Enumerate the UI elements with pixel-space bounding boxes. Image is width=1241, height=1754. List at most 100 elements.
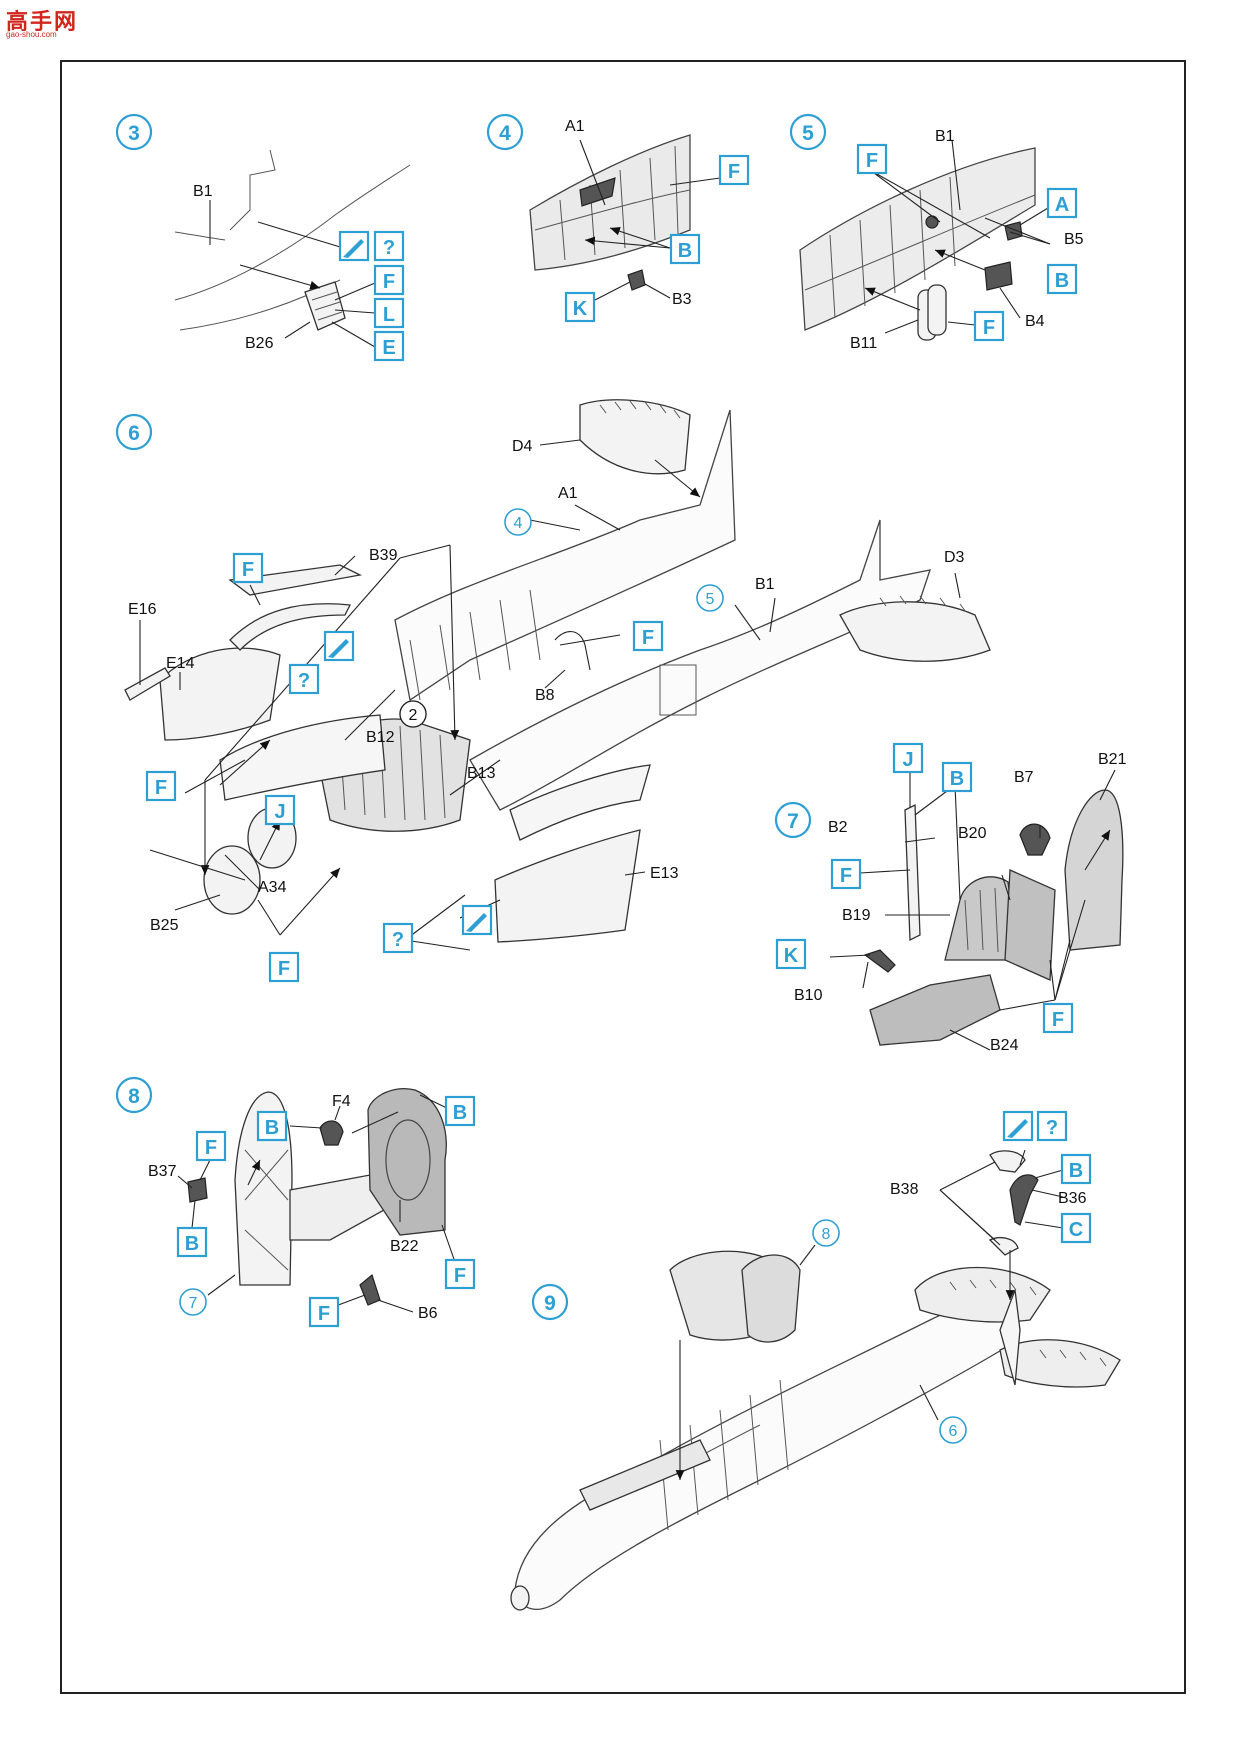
b2-part xyxy=(904,803,921,942)
step-9-marker: 9 xyxy=(531,1283,569,1321)
color-box-b: B xyxy=(941,761,973,793)
svg-text:F: F xyxy=(728,161,740,183)
step-9-drawing xyxy=(510,1149,1121,1611)
part-label-b26: B26 xyxy=(245,335,274,352)
part-label-e13: E13 xyxy=(650,865,679,882)
svg-text:J: J xyxy=(274,801,285,823)
b21-part xyxy=(1064,789,1124,951)
svg-text:F: F xyxy=(983,317,995,339)
svg-text:F: F xyxy=(383,271,395,293)
b5-part xyxy=(1004,221,1023,241)
d3-part xyxy=(839,601,991,662)
part-label-a1: A1 xyxy=(558,485,578,502)
color-box-b: B xyxy=(256,1110,288,1142)
svg-text:F: F xyxy=(242,559,254,581)
svg-text:B: B xyxy=(265,1117,279,1139)
part-label-b19: B19 xyxy=(842,907,871,924)
svg-text:F: F xyxy=(155,777,167,799)
svg-text:4: 4 xyxy=(514,515,523,532)
instruction-page-frame xyxy=(60,60,1186,1694)
svg-text:7: 7 xyxy=(189,1295,198,1312)
color-box-f: F xyxy=(232,552,264,584)
e16-part xyxy=(124,667,171,701)
logo-text: 高手网 xyxy=(6,10,79,35)
step-7-marker: 7 xyxy=(774,801,812,839)
color-box-k: K xyxy=(564,291,596,323)
b24-floor-part xyxy=(869,974,1001,1046)
svg-text:F: F xyxy=(866,150,878,172)
d4-part xyxy=(579,399,691,475)
part-label-e14: E14 xyxy=(166,655,195,672)
step-5-marker: 5 xyxy=(789,113,827,151)
color-box-j: J xyxy=(264,794,296,826)
svg-text:F: F xyxy=(278,958,290,980)
step-5-drawing xyxy=(799,139,1051,341)
color-box-f: F xyxy=(145,770,177,802)
svg-text:F: F xyxy=(1052,1009,1064,1031)
color-box-b: B xyxy=(1060,1153,1092,1185)
b7-part xyxy=(1019,823,1051,856)
svg-text:F: F xyxy=(840,865,852,887)
svg-text:L: L xyxy=(383,304,395,326)
svg-text:F: F xyxy=(205,1137,217,1159)
part-label-b36: B36 xyxy=(1058,1190,1087,1207)
svg-text:E: E xyxy=(382,337,395,359)
svg-text:C: C xyxy=(1069,1219,1083,1241)
svg-text:F: F xyxy=(318,1303,330,1325)
color-box-f: F xyxy=(973,310,1005,342)
svg-text:6: 6 xyxy=(128,422,140,445)
svg-text:B: B xyxy=(678,240,692,262)
part-label-b22: B22 xyxy=(390,1238,419,1255)
hint-box: ? xyxy=(373,230,405,262)
paint-icon xyxy=(338,230,370,262)
svg-text:5: 5 xyxy=(802,122,814,145)
svg-text:K: K xyxy=(784,945,799,967)
color-box-e: E xyxy=(373,330,405,362)
part-label-d4: D4 xyxy=(512,438,533,455)
b25-part xyxy=(203,845,261,915)
part-label-b1: B1 xyxy=(755,576,775,593)
color-box-a: A xyxy=(1046,187,1078,219)
svg-text:9: 9 xyxy=(544,1292,556,1315)
color-box-f: F xyxy=(1042,1002,1074,1034)
hint-box: ? xyxy=(382,922,414,954)
part-label-b3: B3 xyxy=(672,291,692,308)
part-label-b1: B1 xyxy=(193,183,213,200)
svg-text:6: 6 xyxy=(949,1423,958,1440)
svg-text:3: 3 xyxy=(128,122,140,145)
paint-icon xyxy=(461,904,493,936)
part-label-a1: A1 xyxy=(565,118,585,135)
ref-step-6: 6 xyxy=(939,1416,967,1444)
ref-step-7: 7 xyxy=(179,1288,207,1316)
svg-text:J: J xyxy=(902,749,913,771)
ref-subassembly-2: 2 xyxy=(399,700,427,728)
logo-url: gao-shou.com xyxy=(6,30,57,39)
svg-text:4: 4 xyxy=(499,122,511,145)
part-label-b20: B20 xyxy=(958,825,987,842)
color-box-c: C xyxy=(1060,1212,1092,1244)
b26-part xyxy=(304,281,346,331)
svg-text:K: K xyxy=(573,298,588,320)
part-label-b2: B2 xyxy=(828,819,848,836)
ref-step-8: 8 xyxy=(812,1219,840,1247)
b3-part xyxy=(627,269,646,291)
e14-part xyxy=(159,647,281,741)
f4-part xyxy=(319,1120,344,1146)
b20-part xyxy=(1004,869,1056,981)
color-box-b: B xyxy=(1046,263,1078,295)
hint-box: ? xyxy=(288,663,320,695)
part-label-b1: B1 xyxy=(935,128,955,145)
part-label-b12: B12 xyxy=(366,729,395,746)
color-box-b: B xyxy=(176,1226,208,1258)
svg-text:7: 7 xyxy=(787,810,799,833)
color-box-f: F xyxy=(718,154,750,186)
part-label-b24: B24 xyxy=(990,1037,1019,1054)
ref-step-5: 5 xyxy=(696,584,724,612)
b39-part xyxy=(228,564,363,596)
color-box-f: F xyxy=(308,1296,340,1328)
b38-part xyxy=(989,1150,1026,1173)
step-7-drawing xyxy=(829,769,1124,1051)
svg-text:?: ? xyxy=(298,670,310,692)
svg-text:B: B xyxy=(185,1233,199,1255)
